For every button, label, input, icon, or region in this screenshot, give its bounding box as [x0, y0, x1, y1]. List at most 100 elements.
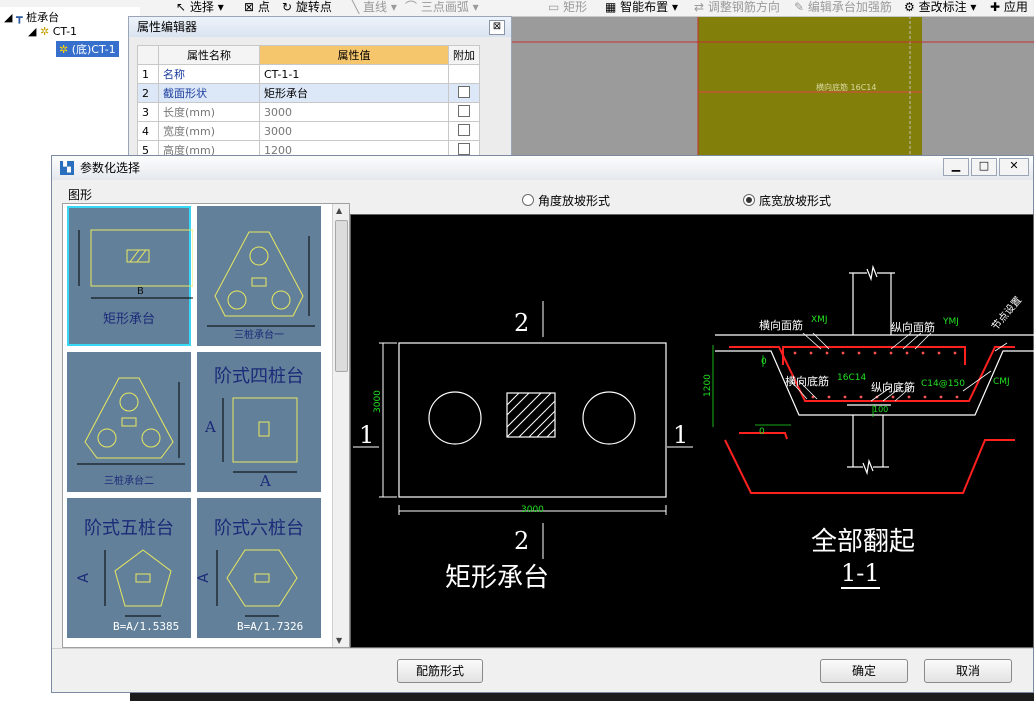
point-tool[interactable]: ⊠ 点: [244, 0, 270, 14]
row-number-header: [137, 45, 159, 65]
property-name: 截面形状: [158, 83, 260, 103]
table-row[interactable]: 4 宽度(mm) 3000: [137, 121, 480, 141]
property-value[interactable]: 矩形承台: [259, 83, 449, 103]
row-number: 3: [137, 102, 159, 122]
table-row[interactable]: 1 名称 CT-1-1: [137, 64, 480, 84]
minimize-icon[interactable]: ▁: [943, 158, 969, 176]
rectangle-tool[interactable]: ▭ 矩形: [548, 0, 588, 14]
property-extra-header: 附加: [448, 45, 480, 65]
extra-cell: [448, 83, 480, 103]
select-tool[interactable]: ↖ 选择 ▾: [176, 0, 224, 14]
extra-checkbox[interactable]: [458, 142, 470, 155]
extra-cell: [448, 102, 480, 122]
tree-leaf-label: (底)CT-1: [71, 43, 116, 56]
rotate-point-tool[interactable]: ↻ 旋转点: [282, 0, 332, 14]
three-pile-cap-2-preview: [77, 377, 185, 465]
radio-width-slope[interactable]: 底宽放坡形式: [743, 192, 831, 209]
radio-button-icon: [522, 194, 534, 206]
three-pile-cap-1-preview: [207, 231, 315, 327]
rebar-lines: [724, 346, 1015, 494]
extra-checkbox[interactable]: [458, 104, 470, 117]
section-mark-right: 1: [673, 421, 689, 449]
shape-gallery-scrollbar[interactable]: ▲ ▼: [332, 204, 349, 647]
property-editor: 属性编辑器 ⊠ 属性名称 属性值 附加 1 名称 CT-1-1 2 截面形状 矩…: [128, 16, 512, 160]
extra-checkbox[interactable]: [458, 85, 470, 98]
parametric-selection-dialog: ▚ 参数化选择 ▁ □ ✕ 图形 B 矩形承台: [51, 155, 1034, 693]
check-annotation-tool[interactable]: ⚙ 查改标注 ▾: [904, 0, 977, 14]
radio-width-label: 底宽放坡形式: [759, 194, 832, 208]
apply-tool[interactable]: ✚ 应用: [990, 0, 1028, 14]
line-label: 直线: [363, 0, 388, 14]
three-point-arc-tool[interactable]: ⌒ 三点画弧 ▾: [405, 0, 479, 14]
tree-node-root[interactable]: ◢ ┳ 桩承台: [4, 11, 60, 24]
dim-b-label: B: [137, 286, 144, 297]
dim-a-label: A: [260, 472, 271, 490]
dialog-titlebar[interactable]: ▚ 参数化选择 ▁ □ ✕: [52, 156, 1033, 180]
shape-gallery: B 矩形承台 三桩承台一: [62, 203, 350, 648]
tree-node-ct1-bottom[interactable]: ✲ (底)CT-1: [56, 41, 119, 57]
rebar-form-button[interactable]: 配筋形式: [397, 659, 483, 683]
maximize-icon[interactable]: □: [971, 158, 997, 176]
dialog-title: 参数化选择: [80, 161, 141, 175]
property-value[interactable]: CT-1-1: [259, 64, 449, 84]
slope-form-options: 角度放坡形式 底宽放坡形式: [350, 192, 1034, 214]
section-mark-bottom: 2: [514, 527, 530, 555]
adjust-rebar-dir-label: 调整钢筋方向: [707, 0, 780, 14]
rotate-point-label: 旋转点: [295, 0, 332, 14]
plan-title: 矩形承台: [445, 563, 550, 593]
edit-cap-rebar-tool[interactable]: ✎ 编辑承台加强筋: [794, 0, 892, 14]
pile-cap-plan-view[interactable]: 横向底筋 16C14: [698, 16, 922, 156]
section-name: 1-1: [841, 559, 880, 589]
tree-node-ct1[interactable]: ◢ ✲ CT-1: [28, 25, 78, 38]
property-value[interactable]: 3000: [259, 102, 449, 122]
smart-layout-tool[interactable]: ▦ 智能布置 ▾: [605, 0, 679, 14]
scroll-up-icon[interactable]: ▲: [336, 206, 343, 215]
shape-stepped-six-pile-cap[interactable]: 阶式六桩台 A B=A/1.7326: [195, 498, 321, 638]
shape-three-pile-cap-2[interactable]: 三桩承台二: [67, 352, 191, 492]
point-label: 点: [257, 0, 270, 14]
scrollbar-thumb[interactable]: [335, 220, 348, 372]
close-icon[interactable]: ✕: [999, 158, 1029, 176]
horiz-top-rebar-label: 横向面筋: [759, 319, 803, 332]
pile-circle: [428, 391, 482, 445]
dim-a-label: A: [195, 573, 212, 583]
shape-stepped-four-pile-cap[interactable]: 阶式四桩台 A A: [197, 352, 321, 492]
property-name: 长度(mm): [158, 102, 260, 122]
shape-rect-cap[interactable]: B 矩形承台: [67, 206, 193, 346]
ok-button[interactable]: 确定: [820, 659, 908, 683]
formula-label: B=A/1.7326: [237, 620, 304, 633]
row-number: 2: [137, 83, 159, 103]
extra-checkbox[interactable]: [458, 123, 470, 136]
stepped-four-pile-cap-preview: [222, 397, 298, 473]
property-value[interactable]: 3000: [259, 121, 449, 141]
three-point-arc-label: 三点画弧: [420, 0, 469, 14]
table-row[interactable]: 3 长度(mm) 3000: [137, 102, 480, 122]
dim-lines-green: [712, 345, 874, 427]
section-outline: [715, 264, 1034, 476]
rectangle-label: 矩形: [563, 0, 588, 14]
property-table: 属性名称 属性值 附加 1 名称 CT-1-1 2 截面形状 矩形承台 3 长度…: [137, 45, 480, 160]
section-mark-top: 2: [514, 309, 530, 337]
apply-label: 应用: [1003, 0, 1028, 14]
radio-angle-slope[interactable]: 角度放坡形式: [522, 192, 610, 209]
cap-outline: [398, 342, 667, 498]
tree-child-label: CT-1: [52, 25, 78, 38]
line-tool[interactable]: ╲ 直线 ▾: [352, 0, 397, 14]
section-title: 全部翻起: [811, 527, 916, 557]
horiz-bottom-rebar-label: 横向底筋: [785, 375, 829, 388]
shapes-group-label: 图形: [68, 188, 93, 202]
cancel-button[interactable]: 取消: [924, 659, 1012, 683]
dim-width-label: 3000: [373, 390, 383, 413]
shape-stepped-five-pile-cap[interactable]: 阶式五桩台 A B=A/1.5385: [67, 498, 191, 638]
long-top-rebar-label: 纵向面筋: [891, 321, 935, 334]
scroll-down-icon[interactable]: ▼: [336, 636, 343, 645]
table-row[interactable]: 2 截面形状 矩形承台: [137, 83, 480, 103]
close-icon[interactable]: ⊠: [489, 20, 505, 35]
preview-svg: [353, 264, 1034, 559]
leader-lines: [790, 332, 1008, 402]
extra-cell: [448, 64, 480, 84]
adjust-rebar-dir-tool[interactable]: ⇄ 调整钢筋方向: [694, 0, 780, 14]
dim-a-label: A: [75, 573, 92, 583]
shape-title: 阶式四桩台: [214, 366, 304, 387]
shape-three-pile-cap-1[interactable]: 三桩承台一: [197, 206, 321, 346]
